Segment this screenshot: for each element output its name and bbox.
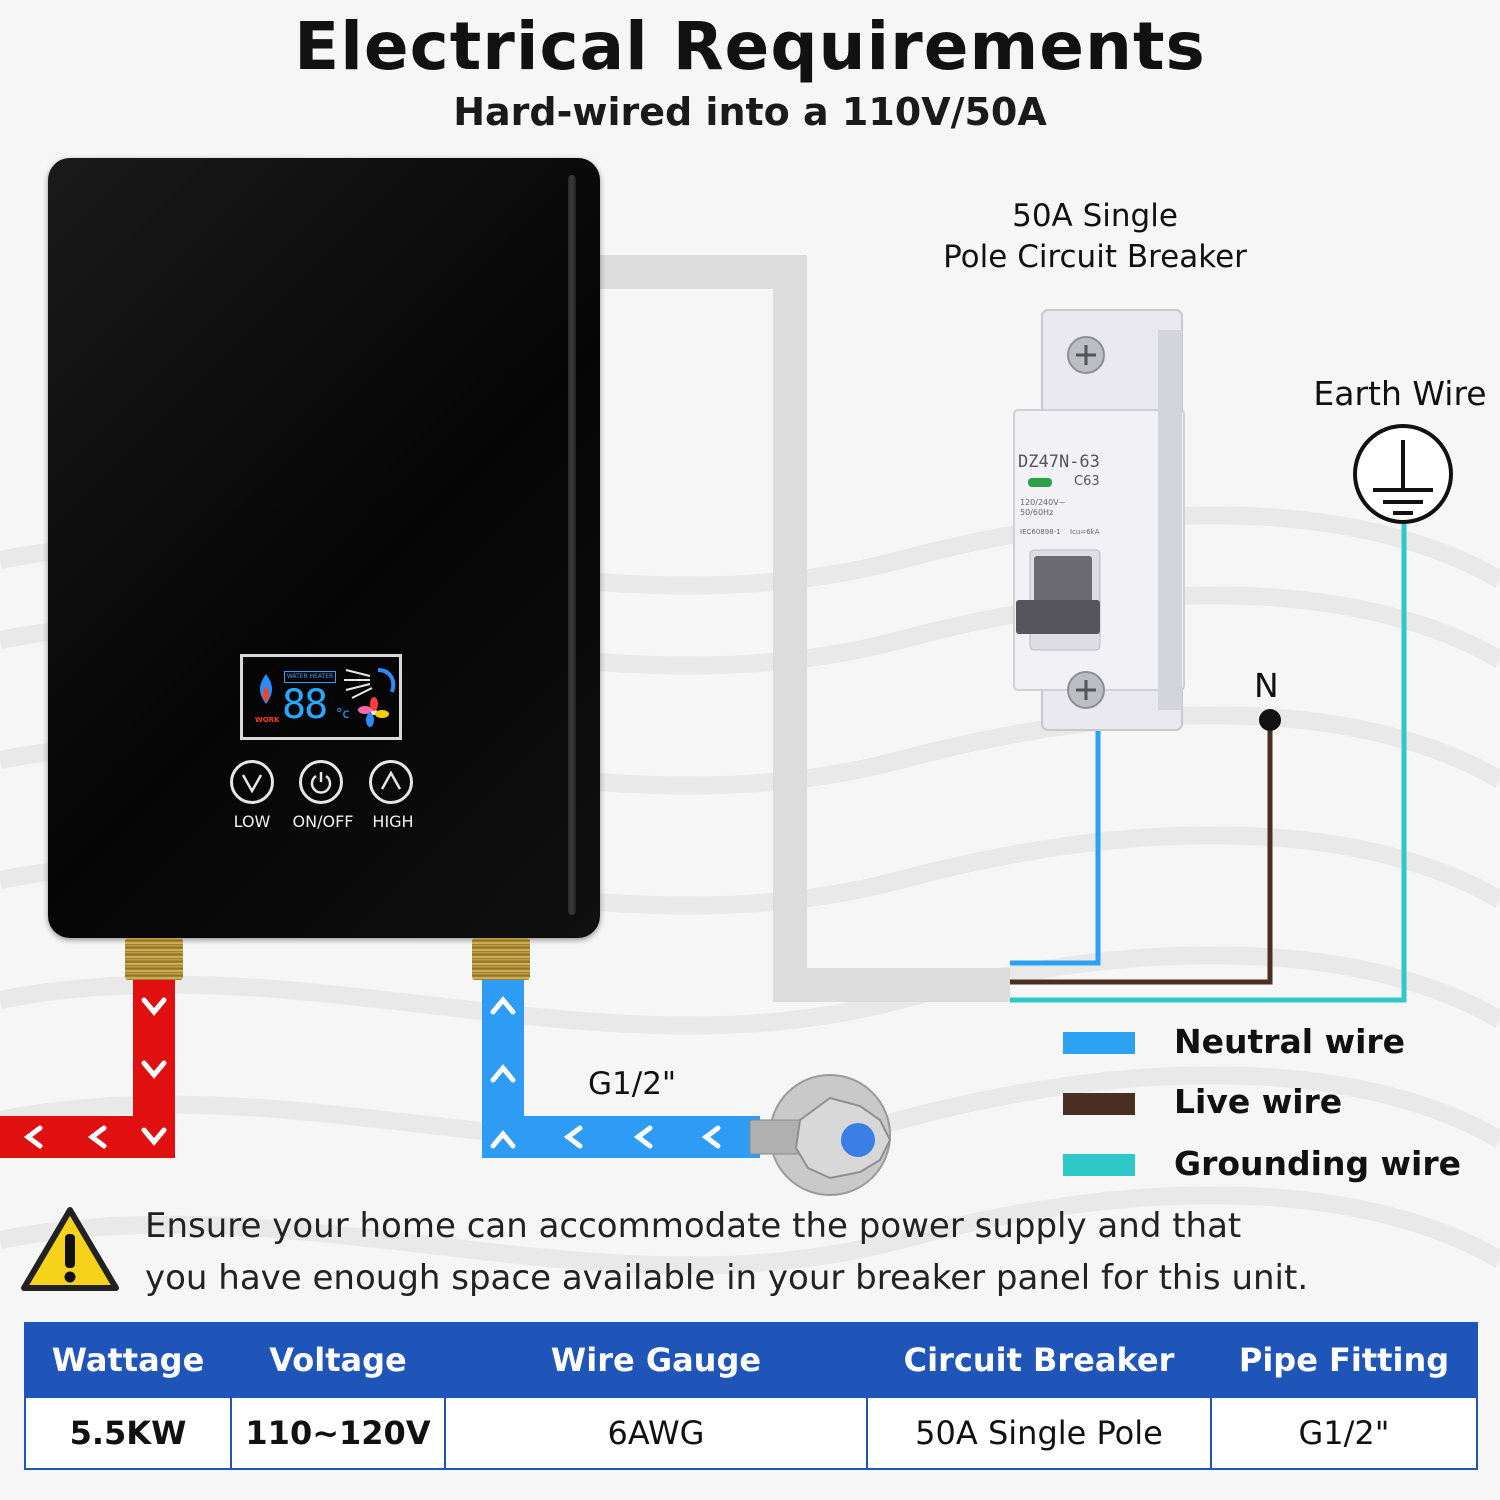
hot-water-pipe: [0, 980, 175, 1158]
hot-outlet-fitting: [125, 938, 183, 980]
spec-value-wattage: 5.5KW: [24, 1396, 232, 1470]
cold-flow-arrows: [490, 996, 721, 1149]
valve-icon: [749, 1074, 892, 1196]
breaker-standard: IEC60898-1: [1020, 528, 1061, 536]
circuit-breaker: [1013, 309, 1185, 731]
spec-value-wire-gauge: 6AWG: [444, 1396, 868, 1470]
legend-label-neutral: Neutral wire: [1174, 1022, 1406, 1061]
breaker-spec-voltage: 120/240V~: [1020, 498, 1066, 507]
breaker-rating: C63: [1074, 474, 1100, 489]
shower-icon: [344, 668, 396, 727]
legend-label-live: Live wire: [1174, 1082, 1343, 1121]
low-button-label: LOW: [233, 812, 271, 831]
spec-table: Wattage Voltage Wire Gauge Circuit Break…: [24, 1322, 1478, 1470]
legend-swatch-grounding: [1063, 1154, 1135, 1176]
breaker-label-line2: Pole Circuit Breaker: [943, 239, 1247, 275]
spec-header-wire-gauge: Wire Gauge: [444, 1322, 868, 1398]
spec-value-pipe-fitting: G1/2": [1210, 1396, 1478, 1470]
breaker-spec-frequency: 50/60Hz: [1020, 508, 1054, 517]
breaker-label: 50A Single Pole Circuit Breaker: [910, 196, 1280, 278]
ground-icon: [1353, 424, 1453, 524]
page-title: Electrical Requirements: [294, 8, 1206, 85]
heater-edge-highlight: [568, 175, 576, 915]
display-work: WORK: [255, 716, 280, 724]
breaker-label-line1: 50A Single: [1012, 198, 1178, 234]
warning-text: Ensure your home can accommodate the pow…: [145, 1200, 1445, 1304]
power-button[interactable]: [299, 760, 343, 804]
live-wire: [1010, 720, 1273, 985]
spec-header-pipe-fitting: Pipe Fitting: [1210, 1322, 1478, 1398]
display-unit: °c: [336, 707, 350, 722]
fan-icon: [358, 697, 389, 727]
high-button[interactable]: [369, 760, 413, 804]
high-button-label: HIGH: [372, 812, 414, 831]
spec-value-circuit-breaker: 50A Single Pole: [866, 1396, 1212, 1470]
warning-line1: Ensure your home can accommodate the pow…: [145, 1206, 1242, 1246]
breaker-icu: Icu=6kA: [1070, 528, 1100, 536]
warning-line2: you have enough space available in your …: [145, 1258, 1309, 1298]
chevron-down-icon: [241, 774, 263, 794]
neutral-point: [1259, 709, 1281, 731]
earth-wire-label: Earth Wire: [1313, 374, 1487, 413]
water-heater-unit: [48, 158, 600, 938]
neutral-wire: [1010, 730, 1101, 966]
legend-swatch-neutral: [1063, 1032, 1135, 1054]
neutral-point-label: N: [1254, 666, 1279, 705]
page-subtitle: Hard-wired into a 110V/50A: [453, 90, 1047, 134]
hot-flow-arrows: [23, 997, 167, 1149]
spec-header-wattage: Wattage: [24, 1322, 232, 1398]
conduit: [600, 255, 1010, 1002]
chevron-up-icon: [380, 770, 402, 790]
low-button[interactable]: [230, 760, 274, 804]
display-label: WATER HEATER: [284, 671, 336, 683]
legend-swatch-live: [1063, 1093, 1135, 1115]
pipe-size-label: G1/2": [588, 1066, 677, 1102]
spec-table-header-row: Wattage Voltage Wire Gauge Circuit Break…: [24, 1322, 1478, 1398]
legend-label-grounding: Grounding wire: [1174, 1144, 1462, 1183]
spec-table-row: 5.5KW 110~120V 6AWG 50A Single Pole G1/2…: [24, 1396, 1478, 1470]
spec-value-voltage: 110~120V: [230, 1396, 446, 1470]
breaker-model: DZ47N-63: [1018, 452, 1100, 472]
power-icon: [310, 772, 332, 794]
grounding-wire: [1010, 524, 1407, 1003]
display-digits: 88: [282, 682, 328, 728]
power-button-label: ON/OFF: [292, 812, 354, 831]
flame-icon: [259, 674, 273, 704]
warning-icon: [21, 1207, 119, 1291]
cold-water-pipe: [482, 980, 760, 1158]
spec-header-circuit-breaker: Circuit Breaker: [866, 1322, 1212, 1398]
cold-inlet-fitting: [472, 938, 530, 980]
spec-header-voltage: Voltage: [230, 1322, 446, 1398]
